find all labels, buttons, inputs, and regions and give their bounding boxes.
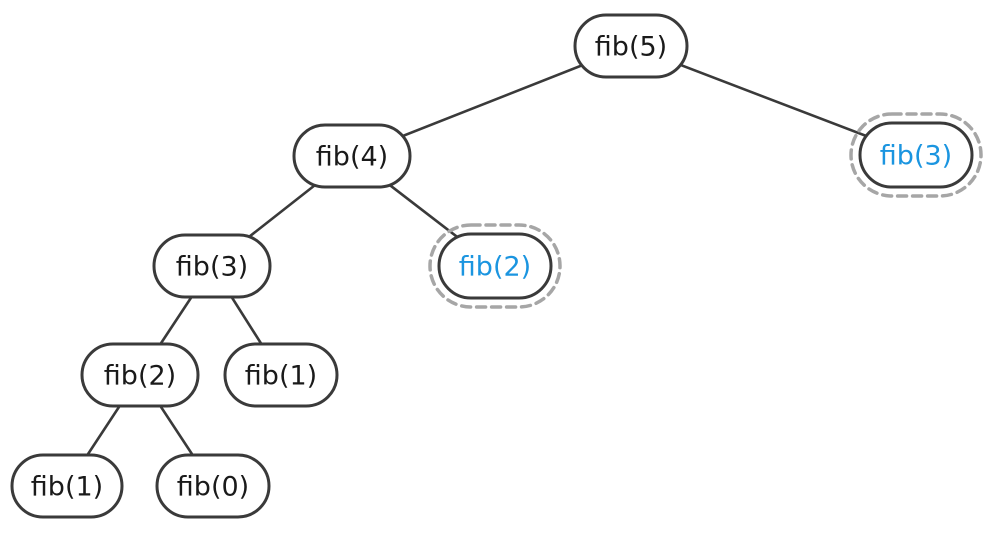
node-label: fib(2) <box>459 252 531 283</box>
tree-node-n8: fib(1) <box>10 453 124 519</box>
tree-node-n9: fib(0) <box>155 453 271 519</box>
node-label: fib(3) <box>176 252 248 283</box>
memoized-ring <box>428 223 562 309</box>
nodes-layer: fib(5) fib(4) fib(3) fib(3) fib(2) fib(2) fib(… <box>10 13 983 519</box>
tree-node-n6: fib(2) <box>80 342 200 408</box>
node-label: fib(4) <box>316 142 388 173</box>
node-label: fib(0) <box>177 472 249 503</box>
tree-node-n1: fib(5) <box>573 13 689 79</box>
tree-node-n4: fib(3) <box>152 233 272 299</box>
tree-node-n2: fib(4) <box>292 123 412 189</box>
node-box <box>292 123 412 189</box>
tree-node-n5: fib(2) <box>428 223 562 309</box>
node-box <box>573 13 689 79</box>
node-label: fib(3) <box>880 141 952 172</box>
node-label: fib(1) <box>245 361 317 392</box>
node-box <box>80 342 200 408</box>
memoized-ring <box>849 112 983 198</box>
node-box <box>437 232 553 300</box>
node-label: fib(5) <box>595 32 667 63</box>
node-box <box>10 453 124 519</box>
node-box <box>155 453 271 519</box>
node-label: fib(1) <box>31 472 103 503</box>
node-box <box>858 121 974 189</box>
tree-node-n3: fib(3) <box>849 112 983 198</box>
tree-node-n7: fib(1) <box>223 342 339 408</box>
node-box <box>223 342 339 408</box>
node-label: fib(2) <box>104 361 176 392</box>
node-box <box>152 233 272 299</box>
